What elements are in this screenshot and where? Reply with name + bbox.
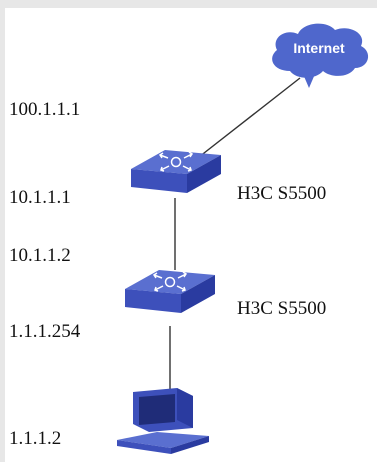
cloud-icon: Internet [272, 23, 369, 88]
link-internet-switch1 [189, 77, 301, 165]
cloud-label: Internet [293, 40, 345, 56]
switch1-model-label: H3C S5500 [237, 183, 327, 204]
switch-icon [125, 270, 215, 313]
ip-internet-interface: 100.1.1.1 [9, 99, 81, 120]
computer-icon [117, 388, 209, 454]
ip-pc: 1.1.1.2 [9, 428, 62, 449]
network-diagram: Internet [5, 8, 377, 462]
router-icon [131, 150, 221, 193]
ip-switch2-uplink: 10.1.1.2 [9, 245, 71, 266]
ip-switch1-downlink: 10.1.1.1 [9, 187, 71, 208]
topology-drawing: Internet [117, 23, 369, 454]
switch2-model-label: H3C S5500 [237, 298, 327, 319]
ip-switch2-downlink: 1.1.1.254 [9, 321, 81, 342]
